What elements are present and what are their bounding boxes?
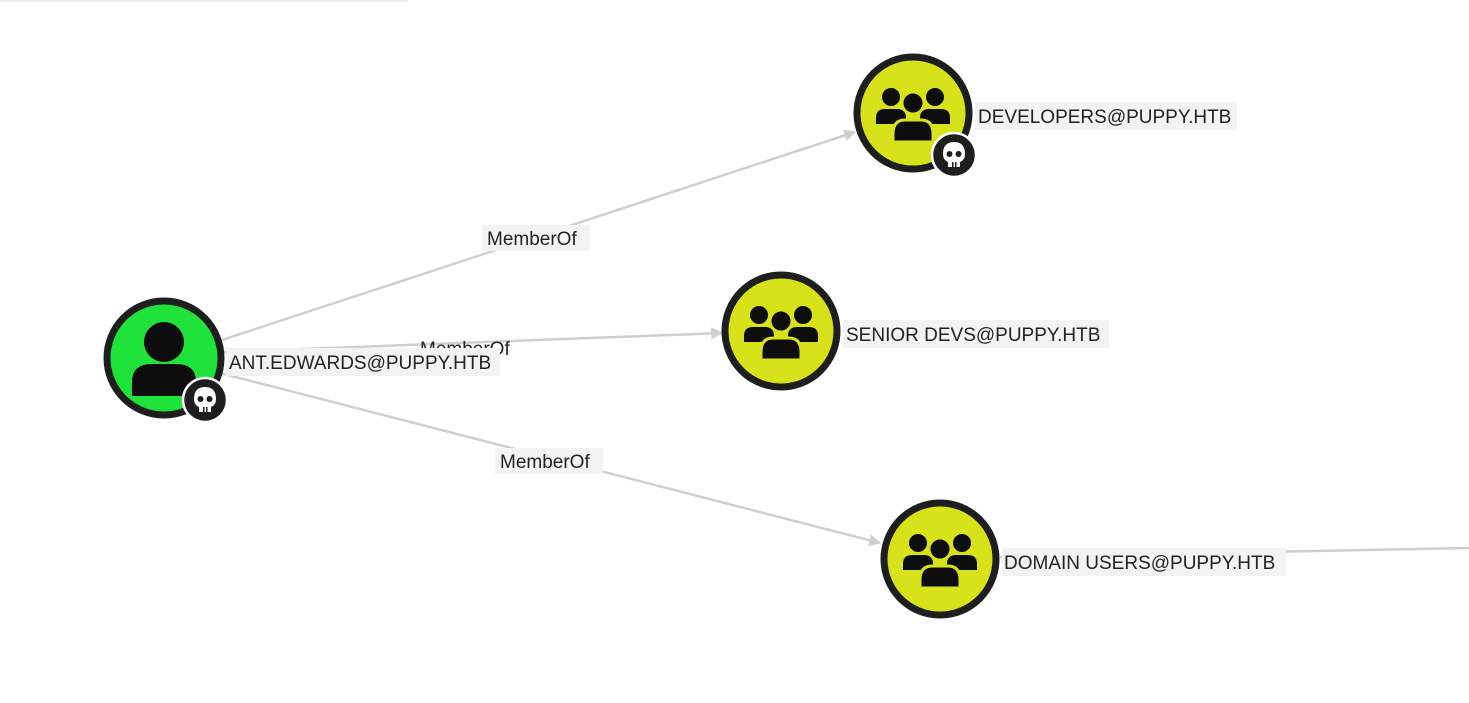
edge-label-text: MemberOf <box>487 229 577 250</box>
group-icon <box>744 306 818 362</box>
node-label: DOMAIN USERS@PUPPY.HTB <box>1004 553 1275 574</box>
node-senior-devs[interactable]: SENIOR DEVS@PUPPY.HTB <box>721 271 1109 391</box>
node-label: SENIOR DEVS@PUPPY.HTB <box>846 325 1100 346</box>
edge-label-developers[interactable]: MemberOf <box>482 225 590 251</box>
skull-icon <box>930 131 978 179</box>
node-domain-users[interactable]: DOMAIN USERS@PUPPY.HTB <box>880 499 1286 619</box>
group-icon <box>876 88 950 144</box>
node-label: ANT.EDWARDS@PUPPY.HTB <box>229 353 491 374</box>
person-icon <box>132 322 196 396</box>
top-divider <box>0 0 408 2</box>
edge-label-domain-users[interactable]: MemberOf <box>495 448 603 474</box>
group-icon <box>903 534 977 590</box>
node-ant-edwards[interactable]: ANT.EDWARDS@PUPPY.HTB <box>103 297 500 424</box>
edge-label-text: MemberOf <box>500 452 590 473</box>
skull-icon <box>181 376 229 424</box>
node-label: DEVELOPERS@PUPPY.HTB <box>978 107 1231 128</box>
node-developers[interactable]: DEVELOPERS@PUPPY.HTB <box>853 53 1237 179</box>
